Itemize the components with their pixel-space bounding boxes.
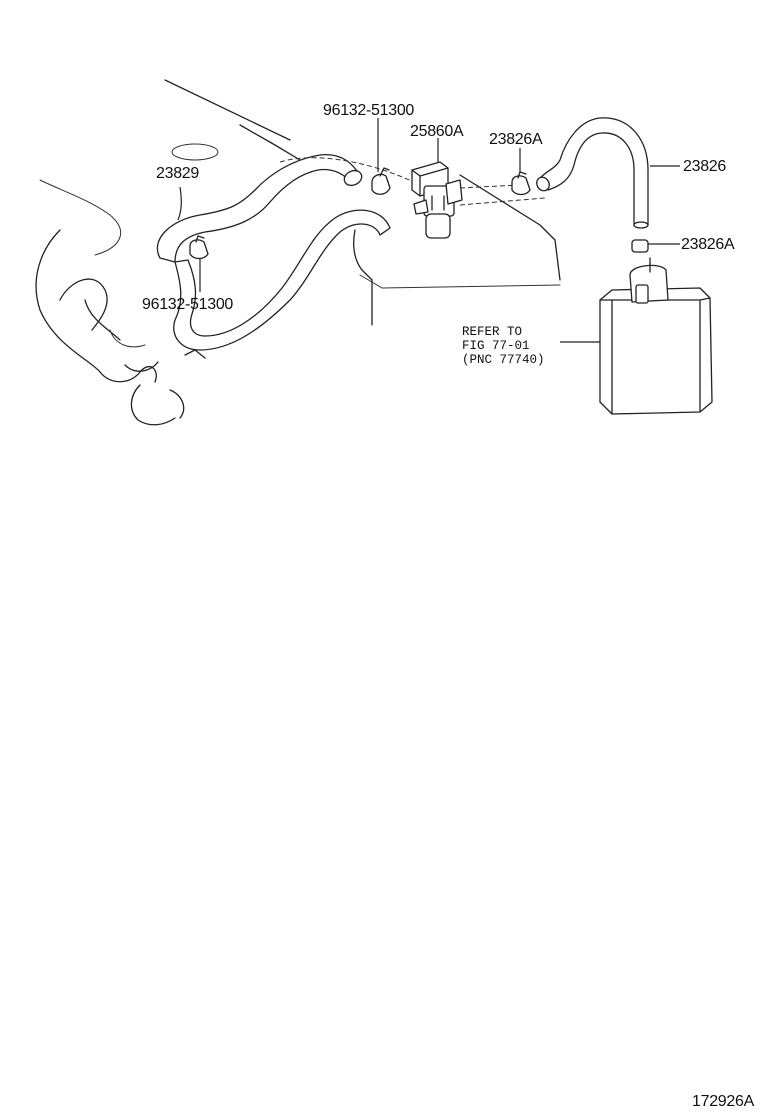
label-clamp-right: 23826A [489, 131, 543, 148]
label-hose-right: 23826 [683, 158, 726, 175]
label-clamp-lower-right: 23826A [681, 236, 735, 253]
charcoal-canister [599, 257, 713, 415]
clamp-upper [371, 167, 391, 195]
hose-23829 [156, 154, 391, 351]
label-vsv: 25860A [410, 123, 464, 140]
vsv-25860A [411, 161, 463, 239]
figure-code: 172926A [692, 1093, 755, 1110]
clamp-lower-right [631, 239, 657, 253]
label-hose-left: 23829 [156, 165, 199, 182]
hose-end-marker [171, 143, 219, 161]
label-clamp-upper: 96132-51300 [323, 102, 414, 119]
label-clamp-lower-left: 96132-51300 [142, 296, 233, 313]
refer-line-3: (PNC 77740) [462, 353, 545, 367]
refer-line-2: FIG 77-01 [462, 339, 530, 353]
leader-lines [171, 118, 680, 343]
clamp-lower-left [189, 235, 209, 260]
refer-line-1: REFER TO [462, 325, 522, 339]
hose-23826 [536, 117, 649, 229]
engine-outline [35, 79, 561, 426]
clamp-right [511, 171, 531, 196]
hidden-lines [279, 157, 546, 206]
